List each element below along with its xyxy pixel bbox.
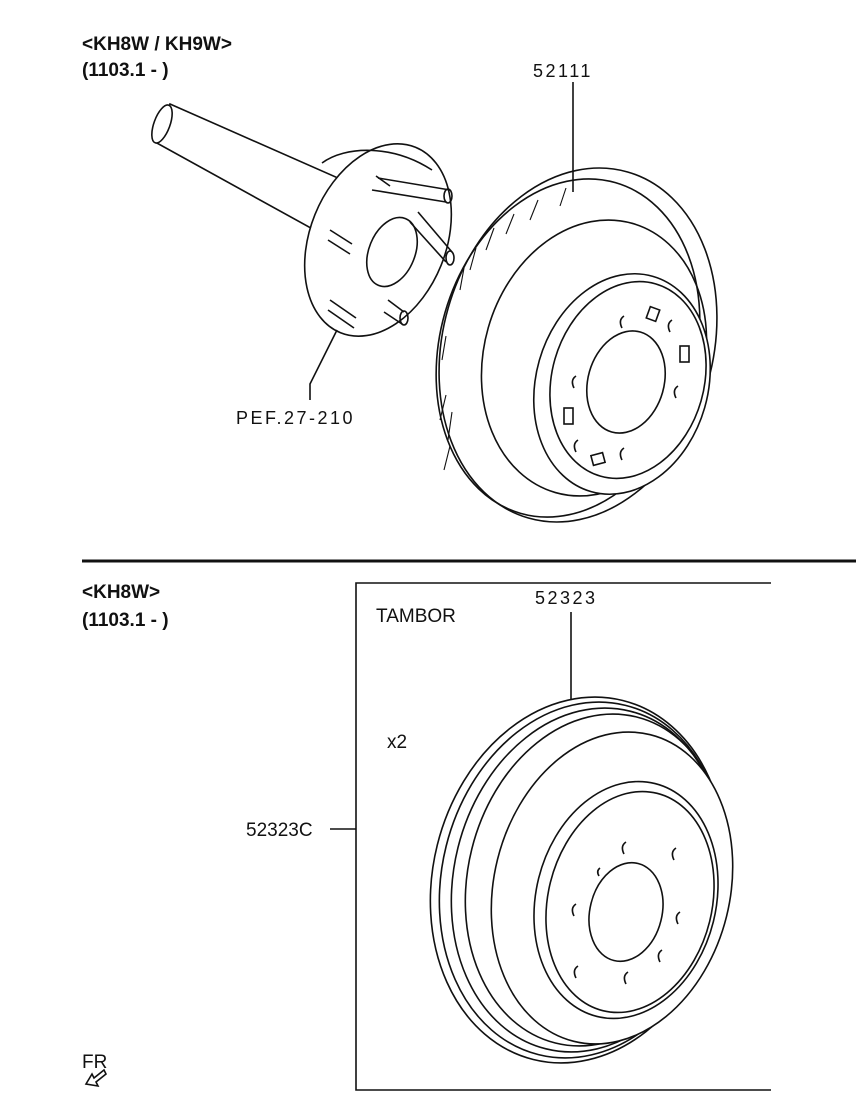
- axle-shaft-drawing: [151, 102, 340, 234]
- brake-drum-drawing: [429, 696, 734, 1064]
- lower-model-label: <KH8W>: [82, 582, 160, 603]
- orientation-marker: FR: [82, 1052, 108, 1088]
- hub-flange-drawing: [303, 143, 455, 337]
- brake-disc-drawing: [435, 167, 718, 523]
- orientation-label: FR: [82, 1052, 107, 1073]
- arrow-icon: [84, 1068, 108, 1088]
- upper-section: <KH8W / KH9W> (1103.1 - ): [82, 34, 718, 523]
- kit-box: [355, 582, 771, 1091]
- part-number-disc: 52111: [533, 61, 593, 81]
- lower-section: <KH8W> (1103.1 - ) TAMBOR 52323 x2 52323…: [82, 582, 771, 1091]
- part-number-drum: 52323: [535, 588, 598, 608]
- quantity-label: x2: [387, 732, 407, 753]
- part-reference: PEF.27-210: [236, 408, 355, 428]
- lower-date-label: (1103.1 - ): [82, 610, 169, 631]
- upper-model-label: <KH8W / KH9W>: [82, 34, 232, 55]
- ref-leader-line: [309, 329, 338, 400]
- part-number-kit: 52323C: [246, 820, 313, 841]
- upper-date-label: (1103.1 - ): [82, 60, 169, 81]
- box-title: TAMBOR: [376, 606, 456, 627]
